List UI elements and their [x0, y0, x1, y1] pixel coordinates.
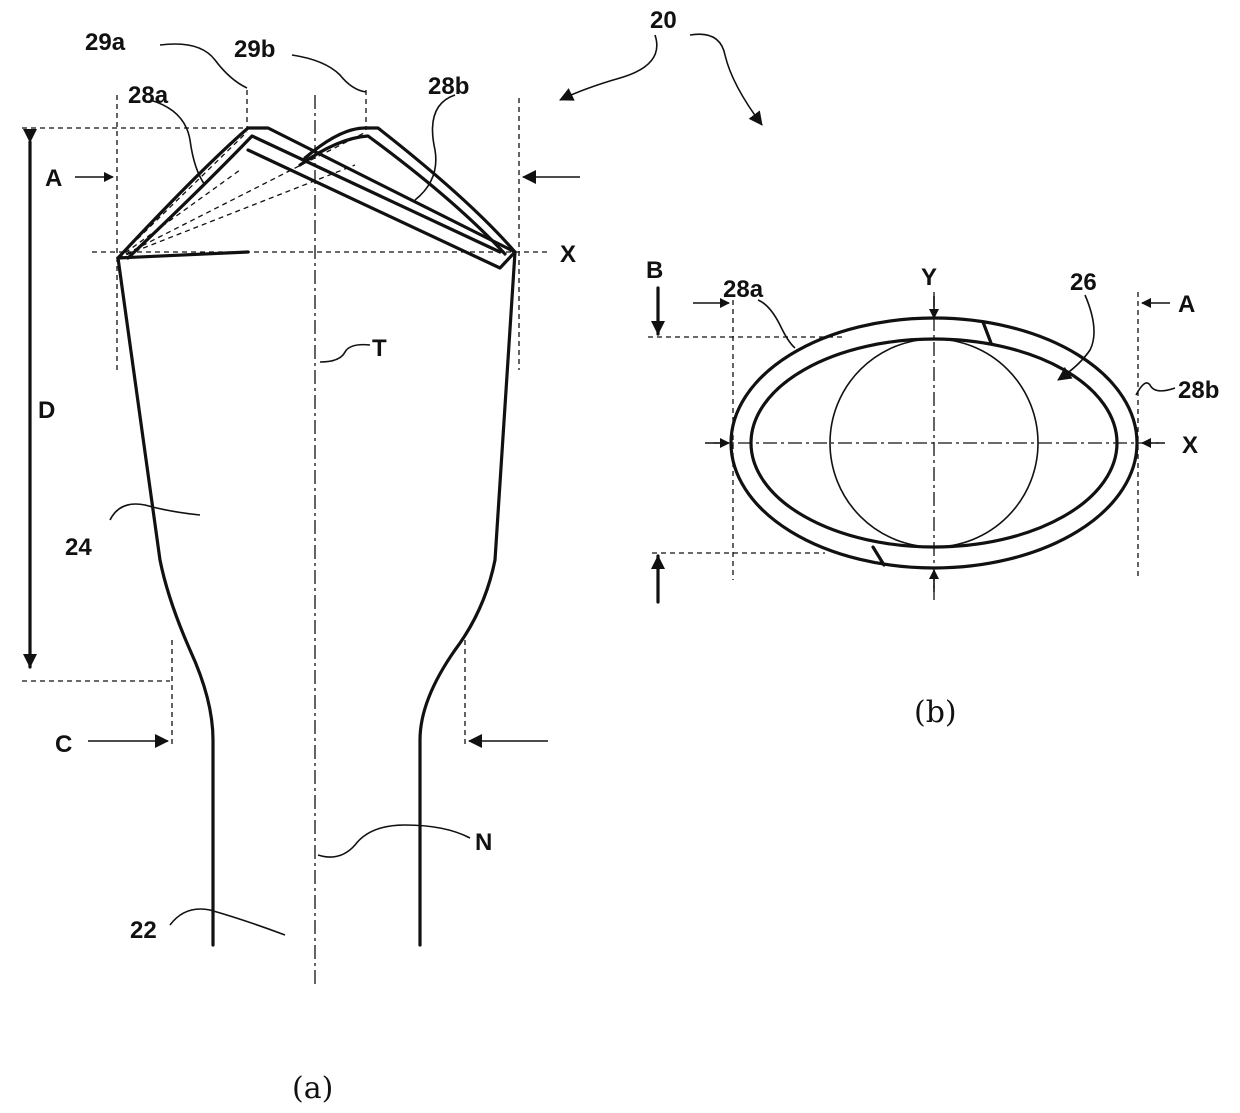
- label-a: A: [45, 165, 62, 192]
- label-29a: 29a: [85, 29, 126, 56]
- tip-body: [118, 128, 515, 268]
- figure-a: 29a 29b 28a 28b A X T D 24 C N 22 20 (a): [22, 7, 677, 1106]
- leader-28b-right: [1136, 383, 1175, 395]
- stylus-outline-right: [420, 252, 515, 945]
- figure-b: B 28a Y 26 A 28b X (b): [646, 34, 1219, 730]
- leader-29b: [292, 55, 366, 92]
- caption-b: (b): [914, 695, 957, 730]
- label-d: D: [38, 397, 55, 424]
- reference-lines-b: [648, 292, 1160, 600]
- seam-top: [983, 322, 991, 343]
- caption-a: (a): [292, 1071, 333, 1106]
- label-x: X: [560, 241, 576, 268]
- label-b: B: [646, 257, 663, 284]
- label-n: N: [475, 829, 492, 856]
- label-x-b: X: [1182, 432, 1198, 459]
- leader-28a-left: [150, 100, 205, 185]
- label-22: 22: [130, 917, 157, 944]
- label-y: Y: [921, 264, 937, 291]
- label-28a: 28a: [128, 82, 169, 109]
- leader-22: [170, 909, 285, 935]
- label-20: 20: [650, 7, 677, 34]
- leader-28b-left: [415, 95, 455, 200]
- leader-t: [320, 345, 370, 362]
- leader-20-right: [690, 34, 762, 125]
- label-24: 24: [65, 534, 92, 561]
- leader-n: [318, 825, 470, 857]
- label-28a-b: 28a: [723, 276, 764, 303]
- label-28b: 28b: [428, 73, 469, 100]
- label-29b: 29b: [234, 36, 275, 63]
- reference-lines-a: [22, 90, 550, 748]
- label-28b-b: 28b: [1178, 377, 1219, 404]
- label-t: T: [372, 335, 387, 362]
- leader-28a-right: [758, 300, 795, 348]
- label-26: 26: [1070, 269, 1097, 296]
- stylus-outline-left: [118, 258, 213, 945]
- label-a-b: A: [1178, 291, 1195, 318]
- label-c: C: [55, 731, 72, 758]
- leader-26: [1058, 295, 1094, 380]
- leader-20-left: [560, 35, 657, 100]
